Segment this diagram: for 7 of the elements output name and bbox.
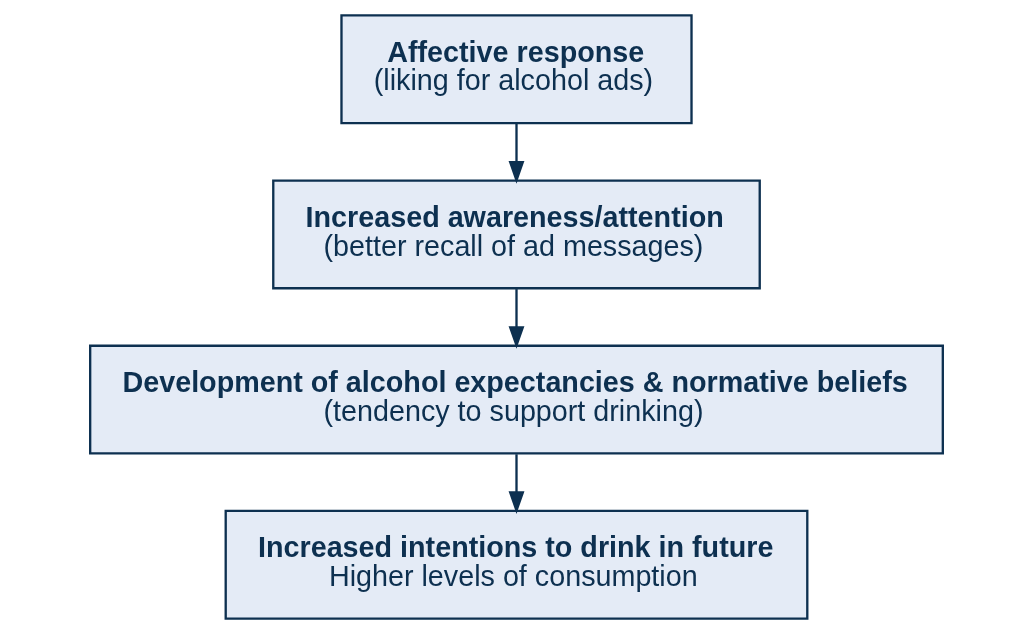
arrow — [508, 454, 525, 514]
node-box: Affective response (liking for alcohol ads) — [340, 14, 693, 125]
node-box: Increased intentions to drink in future Higher levels of consumption — [224, 509, 809, 620]
node-box: Development of alcohol expectancies & normative beliefs (tendency to support drinking) — [89, 344, 944, 455]
arrow — [508, 289, 525, 349]
node-box: Increased awareness/attention (better recall of ad messages) — [272, 179, 761, 290]
arrow — [508, 124, 525, 184]
